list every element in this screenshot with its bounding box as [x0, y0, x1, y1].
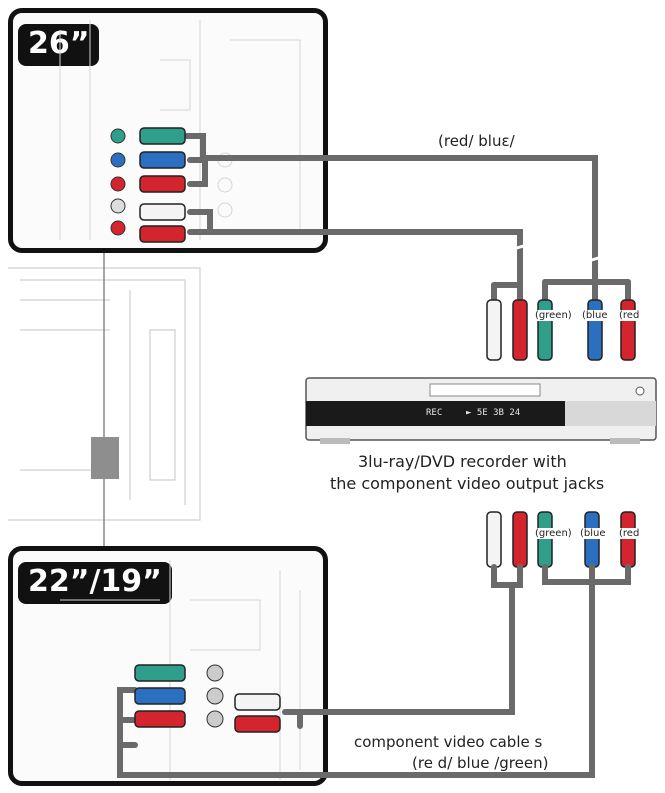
recorder-bottom-plugs [486, 511, 636, 568]
jack-label-bottom-red: (red [619, 528, 640, 539]
jack-label-bottom-green: (green) [535, 528, 572, 539]
jack-label-bottom-blue: (blue [580, 528, 606, 539]
tv-back-detail-top [59, 20, 301, 240]
recorder-caption-line1: 3lu-ray/DVD recorder with [358, 452, 567, 471]
cable-bottom-audio [282, 564, 523, 729]
jack-label-top-blue: (blue [582, 310, 608, 321]
recorder-caption-line2: the component video output jacks [330, 474, 605, 493]
tv-size-badge-26: 26” [18, 24, 100, 66]
jack-label-top-red: (red [619, 310, 640, 321]
tv-size-badge-22-19: 22”/19” [18, 562, 172, 604]
cable-clip [91, 437, 119, 479]
recorder-top-plugs [486, 299, 636, 361]
tv-bottom-plugs [134, 664, 281, 733]
cable-top-colors-label: (red/ bluε/ [438, 132, 515, 150]
cable-bottom-label-line1: component video cable s [354, 733, 543, 751]
recorder-display-right: ► 5E 3B 24 [466, 408, 521, 418]
cable-bottom-component [117, 564, 631, 778]
jack-label-top-green: (green) [535, 310, 572, 321]
recorder-body [305, 377, 657, 444]
tv-top-plugs [110, 127, 186, 243]
recorder-display-left: REC [426, 408, 443, 418]
cable-top-audio [187, 209, 523, 303]
cable-top-component [182, 133, 631, 303]
cable-bottom-label-line2: (re d/ blue /green) [412, 754, 549, 772]
